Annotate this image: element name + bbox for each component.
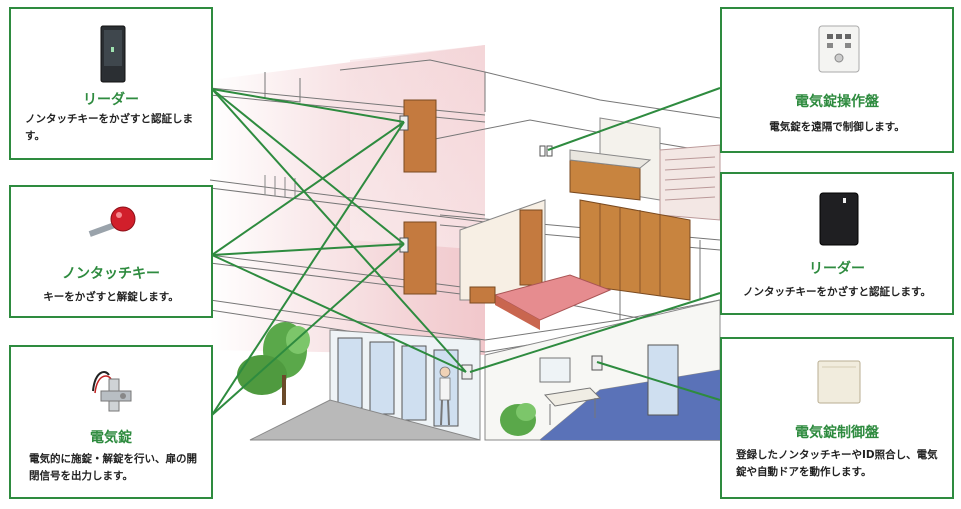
middle-door xyxy=(403,221,437,295)
connector-lines xyxy=(211,87,721,416)
kitchen xyxy=(539,117,661,201)
card-description: キーをかざすと解錠します。 xyxy=(43,291,179,303)
card-description: 電気錠を遠隔で制御します。 xyxy=(769,121,905,133)
card-title: 電気錠操作盤 xyxy=(795,94,879,110)
card-title: 電気錠 xyxy=(90,430,132,446)
card-title: 電気錠制御盤 xyxy=(795,425,879,441)
lock-operation-panel-card: 電気錠操作盤 電気錠を遠隔で制御します。 xyxy=(720,7,954,153)
control-unit-icon xyxy=(817,360,861,404)
card-description: 電気的に施錠・解錠を行い、扉の開閉信号を出力します。 xyxy=(29,453,197,482)
lock-control-unit-card: 電気錠制御盤 登録したノンタッチキーやID照合し、電気錠や自動ドアを動作します。 xyxy=(720,337,954,499)
operation-panel-icon xyxy=(818,25,860,73)
card-description: ノンタッチキーをかざすと認証します。 xyxy=(743,286,931,298)
electric-lock-card: 電気錠 電気的に施錠・解錠を行い、扉の開閉信号を出力します。 xyxy=(9,345,213,499)
reader-panel-icon xyxy=(819,192,859,246)
key-icon xyxy=(88,206,136,237)
electric-lock-icon xyxy=(92,371,132,412)
reader-device-icon xyxy=(100,25,126,83)
card-description: 登録したノンタッチキーやID照合し、電気錠や自動ドアを動作します。 xyxy=(736,449,938,478)
upper-door xyxy=(403,99,437,173)
bedroom xyxy=(459,199,691,330)
reader-card-right: リーダー ノンタッチキーをかざすと認証します。 xyxy=(720,172,954,315)
card-title: リーダー xyxy=(809,261,865,277)
card-description: ノンタッチキーをかざすと認証します。 xyxy=(25,113,193,142)
reader-card-left: リーダー ノンタッチキーをかざすと認証します。 xyxy=(9,7,213,160)
card-title: ノンタッチキー xyxy=(62,266,160,282)
nontouch-key-card: ノンタッチキー キーをかざすと解錠します。 xyxy=(9,185,213,318)
card-title: リーダー xyxy=(83,92,139,108)
